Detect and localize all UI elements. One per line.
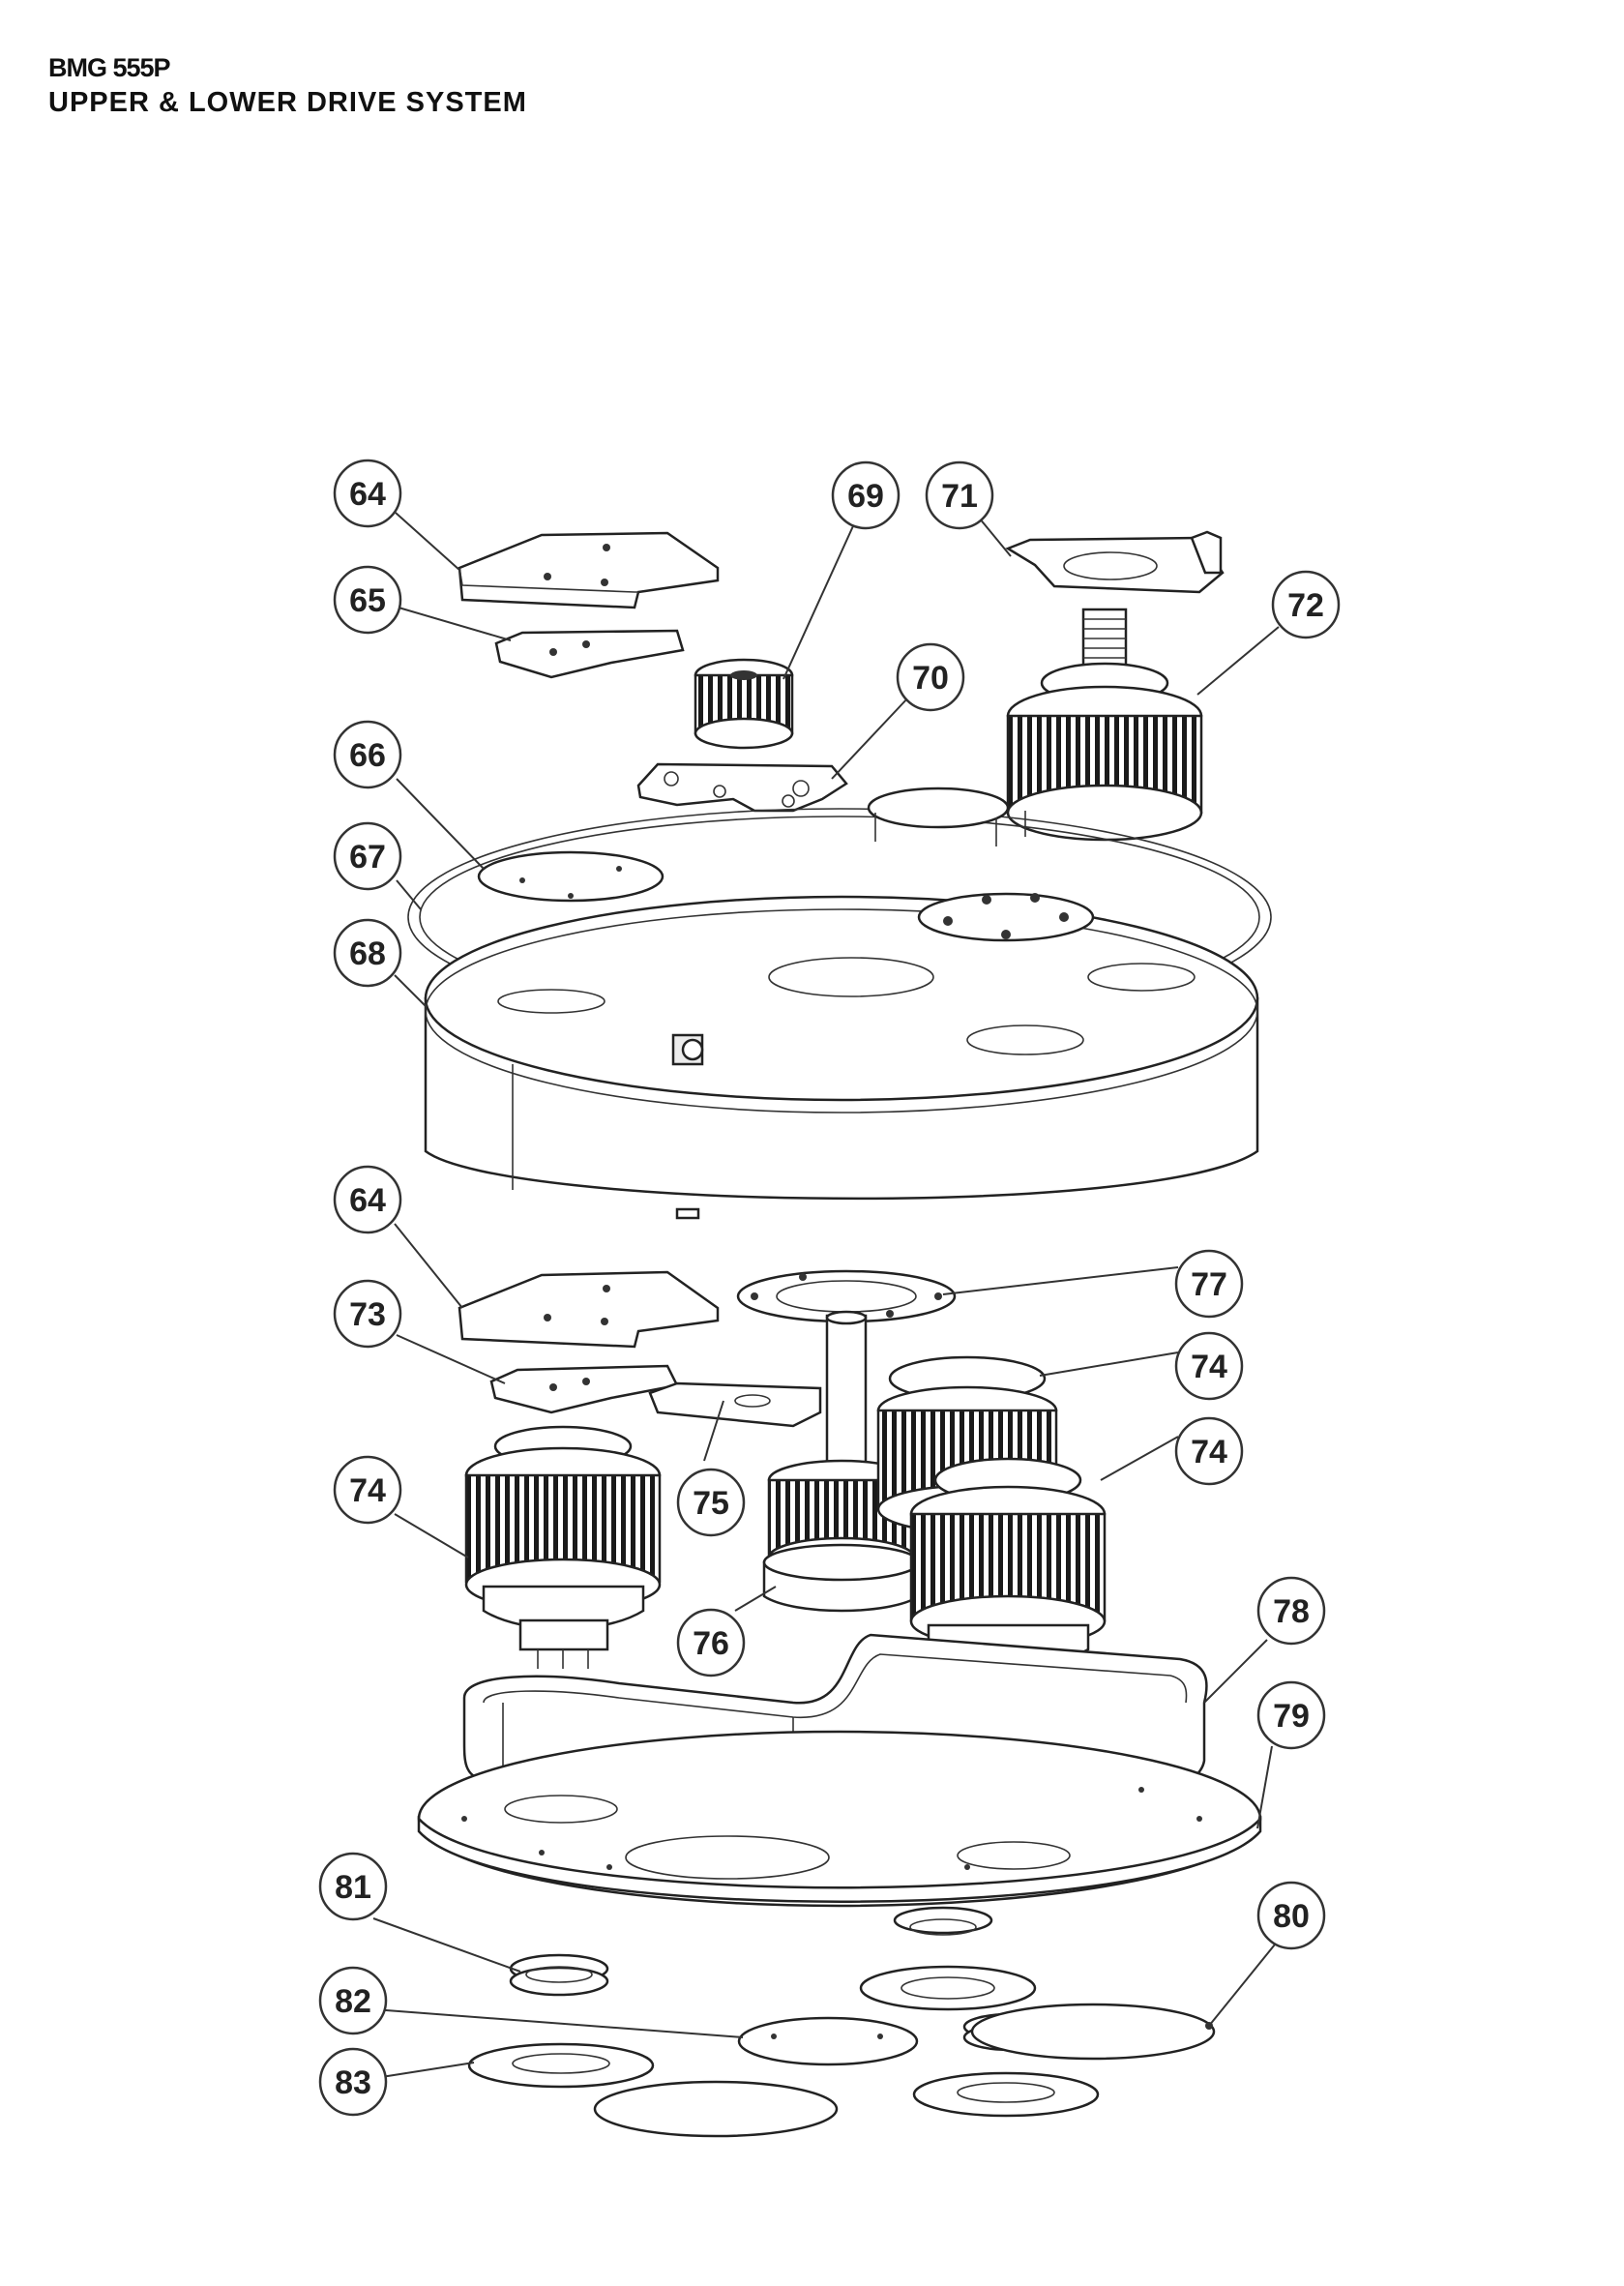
callout-82: 82 <box>318 1966 388 2035</box>
svg-text:65: 65 <box>349 582 386 619</box>
part-73-lower-shim <box>489 1364 679 1414</box>
part-flange-ring-right <box>859 1965 1037 2011</box>
part-66-cover-plate <box>477 850 664 903</box>
svg-text:71: 71 <box>941 478 978 515</box>
callout-74-left: 74 <box>333 1455 402 1525</box>
svg-text:64: 64 <box>349 476 386 513</box>
svg-text:73: 73 <box>349 1296 386 1333</box>
callout-78: 78 <box>1256 1576 1326 1646</box>
svg-text:69: 69 <box>847 478 884 515</box>
part-77-bearing-flange <box>736 1269 957 1323</box>
svg-text:74: 74 <box>1191 1349 1227 1385</box>
callout-74-right: 74 <box>1174 1416 1244 1486</box>
part-80-cover-disc <box>970 2003 1216 2061</box>
svg-text:80: 80 <box>1273 1898 1310 1935</box>
svg-text:70: 70 <box>912 660 949 697</box>
part-74-left-motor-pulley <box>464 1425 662 1669</box>
callout-75: 75 <box>676 1468 746 1537</box>
callout-64-lower: 64 <box>333 1165 402 1234</box>
leader-lines <box>372 512 1280 2079</box>
part-72-upper-motor-pulley <box>1006 608 1203 842</box>
part-75-tension-plate <box>648 1381 822 1428</box>
model-number: BMG 555P <box>48 53 171 82</box>
part-69-pulley <box>694 658 794 750</box>
callout-83: 83 <box>318 2047 388 2117</box>
callout-76: 76 <box>676 1608 746 1677</box>
svg-text:78: 78 <box>1273 1593 1310 1630</box>
callout-81: 81 <box>318 1852 388 1921</box>
svg-text:72: 72 <box>1287 587 1324 624</box>
callout-69: 69 <box>831 460 901 530</box>
svg-text:81: 81 <box>335 1869 371 1906</box>
callout-66: 66 <box>333 720 402 789</box>
callout-67: 67 <box>333 821 402 891</box>
callout-68: 68 <box>333 918 402 988</box>
part-68-upper-housing <box>424 787 1259 1220</box>
svg-text:74: 74 <box>1191 1434 1227 1470</box>
svg-text:76: 76 <box>693 1625 729 1662</box>
part-bottom-disc <box>593 2080 839 2138</box>
header: BMG 555P UPPER & LOWER DRIVE SYSTEM <box>48 50 527 120</box>
callout-80: 80 <box>1256 1881 1326 1950</box>
callout-70: 70 <box>896 642 965 712</box>
callout-74-rear: 74 <box>1174 1331 1244 1401</box>
callout-65: 65 <box>333 565 402 635</box>
part-82-cover-disc <box>737 2016 919 2066</box>
part-64-upper-plate <box>458 531 720 609</box>
svg-text:77: 77 <box>1191 1266 1227 1303</box>
svg-text:64: 64 <box>349 1182 386 1219</box>
part-81-seal-ring <box>509 1953 609 1997</box>
part-flange-ring-bottom-right <box>912 2071 1100 2118</box>
callout-77: 77 <box>1174 1249 1244 1319</box>
part-83-flange-ring <box>467 2042 655 2089</box>
svg-text:66: 66 <box>349 737 386 774</box>
svg-text:74: 74 <box>349 1472 386 1509</box>
svg-text:75: 75 <box>693 1485 729 1522</box>
callout-73: 73 <box>333 1279 402 1349</box>
callout-79: 79 <box>1256 1680 1326 1750</box>
callout-64-upper: 64 <box>333 459 402 528</box>
callout-71: 71 <box>925 460 994 530</box>
part-71-mount-plate <box>1005 530 1225 594</box>
svg-text:79: 79 <box>1273 1698 1310 1735</box>
part-70-bracket <box>636 762 848 813</box>
callout-72: 72 <box>1271 570 1341 639</box>
svg-text:67: 67 <box>349 839 386 876</box>
part-79-lower-base-plate <box>417 1730 1262 1908</box>
svg-text:83: 83 <box>335 2064 371 2101</box>
part-65-upper-shim <box>494 629 685 679</box>
page-title: UPPER & LOWER DRIVE SYSTEM <box>48 87 527 118</box>
part-64-lower-plate <box>458 1270 720 1349</box>
svg-text:82: 82 <box>335 1983 371 2020</box>
part-seal-ring-center <box>893 1906 993 1936</box>
svg-text:68: 68 <box>349 935 386 972</box>
